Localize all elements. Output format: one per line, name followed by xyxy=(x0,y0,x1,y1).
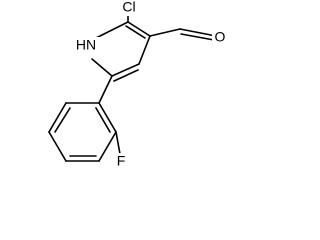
bond-c3-c2 xyxy=(127,21,151,37)
f-atom-label: F xyxy=(117,153,126,169)
nh-label-bg xyxy=(73,37,100,55)
structure-canvas: HN Cl O F xyxy=(48,0,228,171)
inner-bond-ar6 xyxy=(95,107,111,133)
inner-bond-ar2 xyxy=(54,107,71,133)
bond-ar6 xyxy=(98,102,117,133)
o-label-bg xyxy=(212,29,228,47)
chemical-structure: HN Cl O F xyxy=(48,0,228,171)
bond-ar5 xyxy=(98,131,117,162)
bond-c5-phenyl xyxy=(98,75,113,104)
nh-atom-label: HN xyxy=(76,37,96,53)
double-bond-c3-c2 xyxy=(125,25,146,39)
bond-cho-o xyxy=(179,28,217,37)
bond-ar2 xyxy=(48,102,67,133)
f-label-bg xyxy=(114,153,128,171)
o-atom-label: O xyxy=(215,29,226,45)
bond-c5-c4 xyxy=(111,63,140,77)
bond-ar-f xyxy=(115,131,121,155)
cl-label-bg xyxy=(118,0,140,16)
double-bond-cho-o xyxy=(180,33,215,41)
bond-c4-c3 xyxy=(138,35,151,65)
cl-atom-label: Cl xyxy=(122,0,135,15)
bond-n1-c5 xyxy=(91,58,113,77)
double-bond-c5-c4 xyxy=(113,69,139,82)
bond-c3-cho xyxy=(149,28,181,37)
bond-ar3 xyxy=(48,131,67,162)
